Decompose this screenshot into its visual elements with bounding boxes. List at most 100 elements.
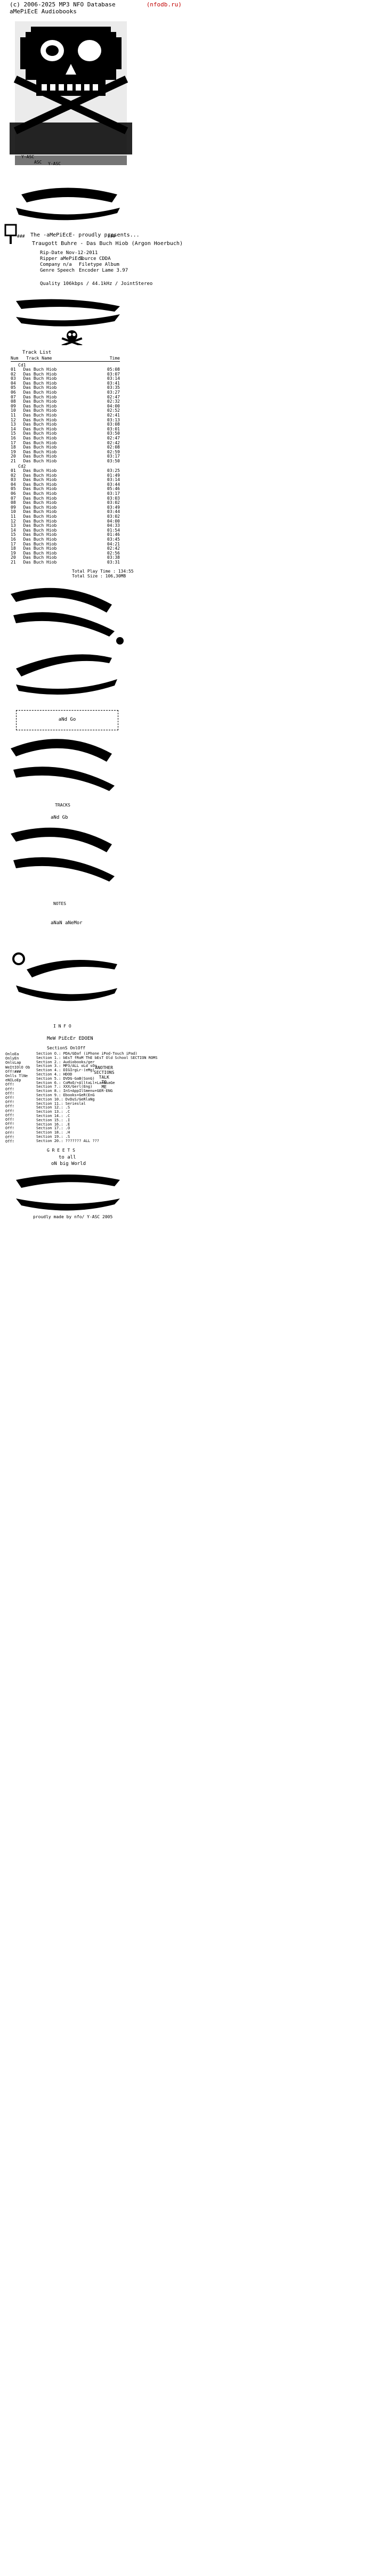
sections-header: SectionS OnlOff: [47, 1046, 86, 1050]
track-number: 16: [11, 435, 16, 441]
track-number: 14: [11, 426, 16, 431]
section-status: Off!: [5, 1122, 14, 1127]
track-number: 21: [11, 458, 16, 463]
track-name: Das Buch Hiob: [23, 399, 57, 404]
track-number: 10: [11, 509, 16, 515]
track-name: Das Buch Hiob: [23, 532, 57, 537]
tracklist-header: Num Track Name Time: [11, 356, 120, 361]
track-name: Das Buch Hiob: [23, 371, 57, 377]
section-status: OnlyEn: [5, 1056, 19, 1061]
section-status: OnloEa: [5, 1052, 19, 1056]
nfo-info-title: MeW PiEcEr EDOEN: [47, 1036, 93, 1041]
track-time: 01:49: [107, 472, 120, 478]
track-number: 09: [11, 504, 16, 510]
cd2-label: Cd2: [18, 464, 26, 469]
section-status: Off!: [5, 1096, 14, 1100]
section-item: Section 4.: HDOD: [36, 1072, 72, 1077]
track-name: Das Buch Hiob: [23, 458, 57, 463]
sword-divider: [16, 1175, 120, 1211]
track-name: Das Buch Hiob: [23, 482, 57, 487]
quality-label: Quality: [40, 281, 60, 287]
quality-value: 106kbps / 44.1kHz / JointStereo: [63, 281, 153, 287]
track-number: 19: [11, 449, 16, 454]
track-number: 09: [11, 403, 16, 409]
track-time: 03:49: [107, 504, 120, 510]
track-number: 13: [11, 523, 16, 528]
track-number: 11: [11, 412, 16, 418]
section-item: Section 6.: CoMoO/+AlltaLl+LanGuaGe: [36, 1080, 115, 1085]
quality-line: Quality 106kbps / 44.1kHz / JointStereo: [40, 281, 152, 287]
track-number: 05: [11, 385, 16, 390]
section-status: Off!: [5, 1135, 14, 1139]
track-name: Das Buch Hiob: [23, 559, 57, 565]
section-item: Section 3.: MP3/ALL oLd sOo: [36, 1064, 97, 1069]
track-name: Das Buch Hiob: [23, 518, 57, 524]
track-time: 03:03: [107, 495, 120, 501]
track-number: 16: [11, 536, 16, 542]
track-time: 03:01: [107, 426, 120, 431]
header-url[interactable]: (nfodb.ru): [146, 1, 182, 8]
sword-divider: [16, 188, 120, 221]
track-name: Das Buch Hiob: [23, 445, 57, 450]
track-number: 04: [11, 482, 16, 487]
genre-value: Speech: [57, 268, 75, 273]
track-name: Das Buch Hiob: [23, 403, 57, 409]
track-name: Das Buch Hiob: [23, 394, 57, 400]
track-time: 01:46: [107, 532, 120, 537]
track-time: 03:41: [107, 380, 120, 386]
nfo-info-heading: I N F O: [53, 1024, 71, 1029]
track-number: 18: [11, 445, 16, 450]
cd1-label: Cd1: [18, 363, 26, 368]
section-item: Section 17.: .O: [36, 1126, 70, 1131]
section-item: Section 20.: ??????? ALL ???: [36, 1138, 100, 1143]
company-value: n/a: [63, 262, 72, 267]
col-name: Track Name: [26, 356, 52, 361]
track-time: 02:41: [107, 412, 120, 418]
track-number: 19: [11, 550, 16, 556]
release-title: Traugott Buhre - Das Buch Hiob (Argon Ho…: [32, 241, 183, 247]
side-note-line: ANOTHER: [95, 1065, 114, 1070]
track-name: Das Buch Hiob: [23, 440, 57, 445]
side-note-line: TALK: [99, 1075, 109, 1080]
track-number: 01: [11, 468, 16, 473]
track-time: 03:02: [107, 500, 120, 506]
notes-text: aNaN aNeMor: [51, 920, 83, 926]
track-number: 15: [11, 532, 16, 537]
track-name: Das Buch Hiob: [23, 541, 57, 547]
track-time: 03:13: [107, 417, 120, 422]
track-name: Das Buch Hiob: [23, 389, 57, 395]
track-time: 03:50: [107, 458, 120, 463]
track-row: 08 Das Buch Hiob 02:32: [11, 400, 120, 404]
totals: Total Play Time : 134:55 Total Size : 10…: [72, 569, 134, 578]
track-time: 03:07: [107, 371, 120, 377]
sword-divider: [16, 299, 120, 327]
track-name: Das Buch Hiob: [23, 477, 57, 483]
track-name: Das Buch Hiob: [23, 412, 57, 418]
section-status: Off!: [5, 1100, 14, 1105]
track-number: 13: [11, 422, 16, 427]
track-number: 17: [11, 440, 16, 445]
sword-divider: [12, 952, 117, 1001]
track-name: Das Buch Hiob: [23, 500, 57, 506]
section-status: Off!###: [5, 1069, 21, 1074]
track-time: 02:32: [107, 399, 120, 404]
section-status: OnlsLap: [5, 1061, 21, 1065]
track-number: 08: [11, 399, 16, 404]
track-number: 06: [11, 389, 16, 395]
rip-date-value: Nov-12-2011: [66, 250, 98, 256]
total-play-label: Total Play Time: [72, 569, 111, 574]
